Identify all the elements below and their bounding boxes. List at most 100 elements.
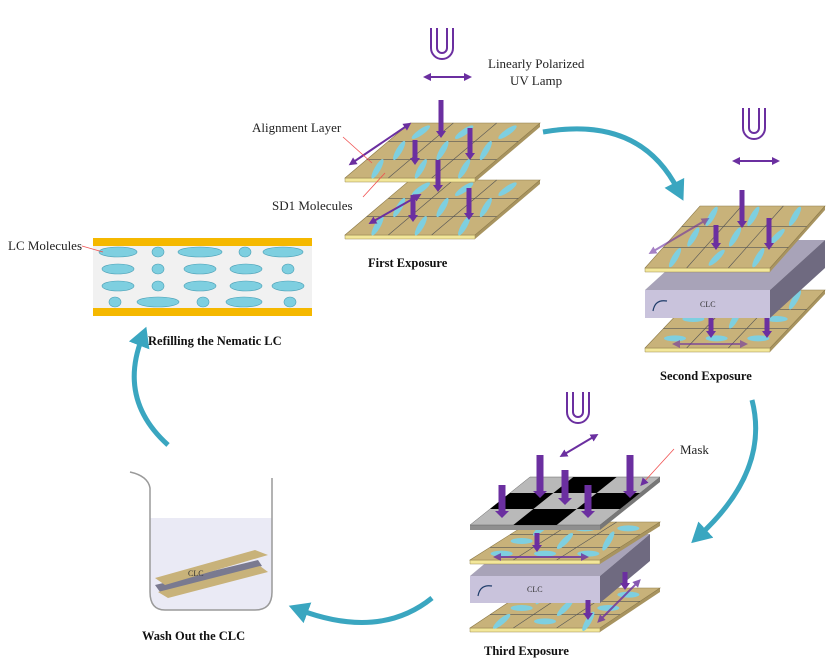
uv-beam-arrowhead [711,243,721,250]
lc-molecule [108,296,122,308]
uv-beam-arrowhead [532,545,542,552]
cycle-arrow-icon [288,596,434,625]
plate-edge [644,347,771,353]
uv-beam-arrowhead [706,331,716,338]
uv-beam-arrow [467,128,473,154]
lamp-inner [436,28,448,54]
sd1-molecule [498,182,517,196]
beaker-icon [129,471,273,611]
plate-edge [469,559,601,565]
sd1-molecule [458,159,471,179]
grid-line [431,122,497,179]
uv-lamp-icon [430,28,454,60]
sd1-molecule [664,335,686,342]
uv-beam-arrow [498,485,506,512]
beaker-outline [129,471,273,611]
step-caption-wash: Wash Out the CLC [142,629,245,643]
first-bottom-plate [344,179,541,240]
sd1-molecule [510,605,533,611]
polarization-direction-arrow [348,122,412,166]
lc-molecule [238,246,252,258]
polarization-direction-arrow [368,194,422,224]
clc-label-third: CLC [527,585,543,594]
plate-side [770,290,825,352]
lamp-outer [742,108,766,140]
sd1-molecule [411,182,431,196]
sd1-molecule [479,197,492,218]
uv-beam-arrowhead [762,331,772,338]
cycle-arrow-icon [691,399,759,544]
lc-molecule [271,280,305,292]
cycle-arrow-icon [542,126,685,201]
beaker-cell-bottom [158,566,268,598]
mask-opaque-square [576,493,640,509]
plate-edge [644,267,771,273]
uv-beam-arrowhead [495,511,509,518]
lc-molecule [101,263,135,275]
sd1-molecule [747,206,760,226]
sd1-molecule [510,538,533,544]
uv-beam-arrowhead [620,583,630,590]
sd1-molecules-pointer [362,172,386,198]
clc-label-second: CLC [700,300,716,309]
bottom-substrate [93,308,312,316]
lc-molecule [281,263,295,275]
sd1-molecule [490,550,513,557]
mask-opaque-square [490,493,554,509]
sd1-molecule [556,599,574,617]
uv-beam-arrow [626,455,634,492]
lc-molecule [151,246,165,258]
sd1-molecule [728,227,742,247]
uv-beam-arrow [466,188,472,214]
plate-side [600,522,660,564]
uv-beam-arrow [764,318,770,332]
uv-beam-arrowhead [583,613,593,620]
lamp-label-line2: UV Lamp [510,73,562,88]
lc-molecule [229,263,263,275]
uv-beam-arrowhead [533,491,547,498]
lamp-inner [572,392,584,418]
lc-molecule [136,296,180,308]
uv-beam-arrowhead [737,221,747,228]
sd1-molecules-label: SD1 Molecules [272,198,353,213]
lc-molecule [177,246,223,258]
sd1-molecule [602,531,615,551]
sd1-molecule [414,159,427,179]
sd1-molecule [498,125,517,139]
lc-molecule [98,246,138,258]
sd1-molecule [768,228,785,246]
plate-side [475,123,540,182]
mask-opaque-square [513,509,577,525]
clc-side [770,240,825,318]
uv-beam-arrow [534,533,540,546]
beaker-cell-middle [155,560,262,592]
plate-edge [469,627,601,633]
cycle-arrow-icon [128,326,170,447]
sd1-molecule [458,216,471,236]
uv-beam-arrow [561,470,569,499]
clc-label-beaker: CLC [188,569,204,578]
sd1-molecule [582,611,595,631]
lc-molecule [283,296,297,308]
uv-beam-arrow [713,225,719,244]
mask-label: Mask [680,442,709,457]
uv-beam-arrow [536,455,544,492]
uv-beam-arrowhead [764,243,774,250]
sd1-molecule [705,335,728,342]
lc-molecules-label: LC Molecules [8,238,82,253]
lamp-outer [430,28,454,60]
sd1-molecule [454,182,474,196]
lc-molecule [151,263,165,275]
sd1-molecule [747,335,770,342]
sd1-molecule [765,316,788,322]
uv-beam-arrow [412,140,418,159]
lc-molecule [196,296,210,308]
plate-side [770,206,825,272]
sd1-molecule [436,197,449,218]
sd1-molecule [788,206,802,226]
lc-molecule [262,246,304,258]
step-caption-third: Third Exposure [484,644,569,658]
sd1-molecule [597,605,620,611]
uv-beam-arrowhead [465,153,475,160]
